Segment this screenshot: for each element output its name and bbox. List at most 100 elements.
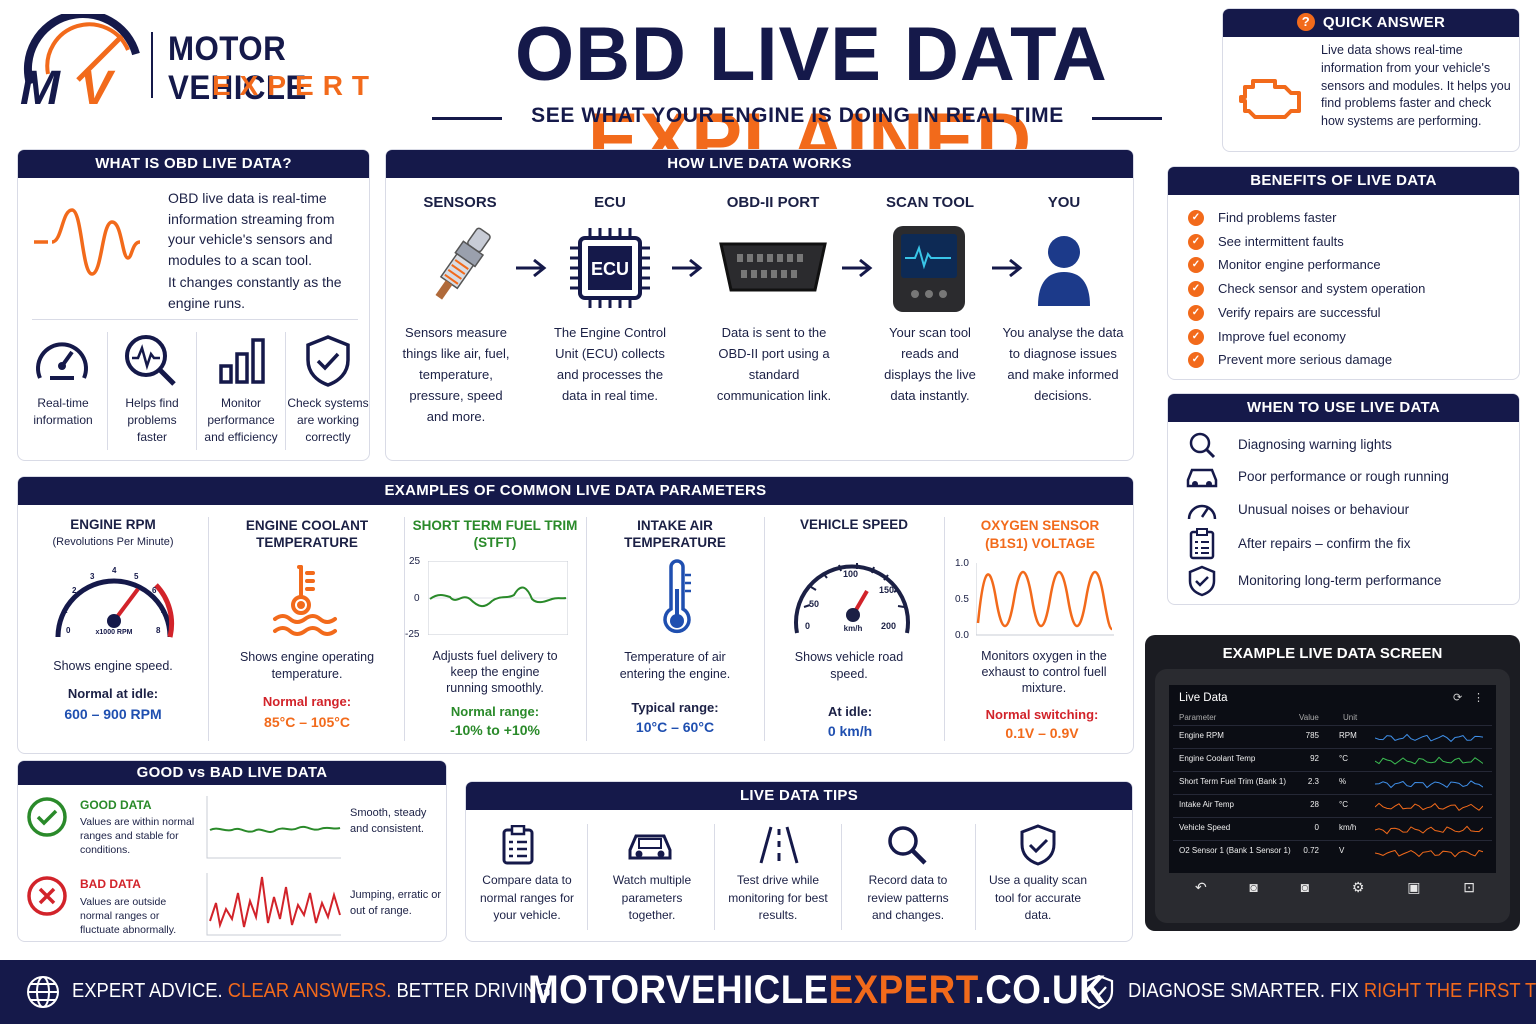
row-sparkline bbox=[1375, 733, 1483, 743]
row-value: 92 bbox=[1310, 754, 1319, 763]
row-name: Engine RPM bbox=[1179, 731, 1224, 740]
rpm-tick-0: 0 bbox=[66, 626, 71, 635]
benefit-item: Verify repairs are successful bbox=[1218, 304, 1381, 320]
step-title-scan: SCAN TOOL bbox=[885, 194, 975, 211]
row-value: 28 bbox=[1310, 800, 1319, 809]
good-label: GOOD DATA bbox=[80, 798, 152, 812]
bad-note: Jumping, erratic or out of range. bbox=[350, 889, 442, 917]
engine-icon[interactable]: ⚙ bbox=[1351, 879, 1365, 895]
what-is-p2: It changes constantly as the engine runs… bbox=[168, 274, 342, 311]
tablet-nav: ↶ ◙ ◙ ⚙ ▣ ⊡ bbox=[1195, 879, 1475, 896]
step-desc-scan: Your scan tool reads and displays the li… bbox=[884, 325, 976, 403]
check-engine-icon bbox=[1239, 79, 1301, 119]
magnifier-pulse-icon bbox=[125, 335, 176, 386]
bad-x-icon bbox=[27, 876, 67, 916]
arrow-right-icon bbox=[516, 258, 547, 278]
clipboard-icon bbox=[1189, 528, 1215, 560]
bad-desc: Values are outside normal ranges or fluc… bbox=[80, 896, 177, 936]
thermometer-icon bbox=[663, 559, 691, 634]
param-desc-coolant: Shows engine operating temperature. bbox=[239, 650, 375, 681]
globe-icon bbox=[27, 976, 59, 1008]
feature-label-3: Monitor performance and efficiency bbox=[204, 396, 278, 444]
footer-slogan-2: RIGHT THE FIRST TIME. bbox=[1363, 980, 1536, 1002]
good-check-icon bbox=[27, 797, 67, 837]
live-data-title: Live Data bbox=[1179, 692, 1228, 704]
param-range-o2: 0.1V – 0.9V bbox=[1005, 725, 1079, 741]
speed-tick-50-low: 50 bbox=[809, 599, 819, 609]
step-desc-ecu: The Engine Control Unit (ECU) collects a… bbox=[553, 325, 666, 403]
svg-text:0 1 2 3: 0 1 2 3 4 5 6 7 8 bbox=[63, 566, 167, 635]
more-icon[interactable]: ⋮ bbox=[1473, 692, 1484, 704]
stft-mini-chart bbox=[428, 561, 568, 635]
camera-icon[interactable]: ◙ bbox=[1300, 879, 1310, 895]
footer-url-1: MOTORVEHICLE bbox=[528, 968, 829, 1012]
shield-check-icon bbox=[306, 335, 350, 387]
check-circle-icon: ✓ bbox=[1188, 328, 1204, 345]
camera-icon[interactable]: ◙ bbox=[1249, 879, 1258, 895]
rpm-tick-5: 5 bbox=[134, 572, 139, 581]
row-unit: °C bbox=[1339, 754, 1348, 763]
speed-tick-100: 100 bbox=[843, 569, 858, 579]
step-title-port: OBD-II PORT bbox=[726, 194, 820, 211]
question-icon: ? bbox=[1296, 13, 1315, 31]
bar-chart-icon bbox=[219, 338, 265, 384]
table-row[interactable]: Short Term Fuel Trim (Bank 1)2.3% bbox=[1173, 771, 1492, 792]
param-range-intake: 10°C – 60°C bbox=[635, 719, 715, 735]
what-is-heading: WHAT IS OBD LIVE DATA? bbox=[18, 150, 369, 178]
param-desc-o2: Monitors oxygen in the exhaust to contro… bbox=[981, 649, 1107, 695]
when-panel: WHEN TO USE LIVE DATA Diagnosing warning… bbox=[1167, 393, 1520, 605]
col-unit: Unit bbox=[1343, 713, 1358, 722]
param-range-label-intake: Typical range: bbox=[631, 700, 719, 715]
footer-url[interactable]: MOTORVEHICLEEXPERT.CO.UK bbox=[528, 968, 1106, 1013]
arrow-right-icon bbox=[992, 258, 1023, 278]
feature-label-4: Check systems are working correctly bbox=[287, 396, 369, 444]
check-circle-icon: ✓ bbox=[1188, 281, 1204, 298]
row-value: 0.72 bbox=[1303, 846, 1319, 855]
ecu-chip-label: ECU bbox=[591, 259, 629, 279]
quick-answer-heading: QUICK ANSWER bbox=[1322, 14, 1446, 31]
refresh-icon[interactable]: ⟳ bbox=[1453, 692, 1463, 704]
row-unit: °C bbox=[1339, 800, 1348, 809]
row-unit: % bbox=[1339, 777, 1347, 786]
row-sparkline bbox=[1375, 802, 1483, 811]
tablet-frame: Live Data ⟳ ⋮ Parameter Value Unit Engin… bbox=[1155, 669, 1510, 923]
rpm-gauge: 0 1 2 3 4 5 6 7 8 x1000 RPM bbox=[55, 566, 175, 638]
o2-mini-chart bbox=[976, 563, 1114, 636]
when-item-3: Unusual noises or behaviour bbox=[1238, 502, 1410, 517]
rpm-tick-7: 7 bbox=[160, 606, 165, 615]
shield-check-icon bbox=[1084, 974, 1114, 1010]
step-desc-sensors: Sensors measure things like air, fuel, t… bbox=[402, 325, 510, 424]
param-desc-speed: Shows vehicle road speed. bbox=[794, 650, 904, 681]
rpm-unit: x1000 RPM bbox=[96, 629, 133, 636]
check-circle-icon: ✓ bbox=[1188, 233, 1204, 250]
tablet-screen: Live Data ⟳ ⋮ Parameter Value Unit Engin… bbox=[1169, 685, 1496, 873]
footer-tag-2: CLEAR ANSWERS. bbox=[227, 980, 392, 1002]
back-icon[interactable]: ↶ bbox=[1195, 879, 1207, 895]
col-parameter: Parameter bbox=[1179, 713, 1217, 722]
exit-icon[interactable]: ⊡ bbox=[1463, 879, 1475, 895]
step-desc-you: You analyse the data to diagnose issues … bbox=[1002, 325, 1124, 403]
car-icon bbox=[628, 834, 672, 860]
tip-2: Watch multiple parameters together. bbox=[612, 873, 692, 922]
param-range-stft: -10% to +10% bbox=[450, 722, 540, 738]
param-range-coolant: 85°C – 105°C bbox=[264, 714, 350, 730]
title-part1: OBD LIVE DATA bbox=[514, 12, 1105, 97]
good-data-chart bbox=[206, 796, 341, 859]
speed-unit: km/h bbox=[844, 624, 863, 633]
ecu-chip-icon: ECU bbox=[570, 228, 650, 308]
stft-tick-bottom: -25 bbox=[405, 629, 420, 640]
rpm-tick-2: 2 bbox=[72, 586, 77, 595]
tip-1: Compare data to normal ranges for your v… bbox=[479, 873, 575, 922]
param-range-label-speed: At idle: bbox=[827, 704, 873, 719]
tip-3: Test drive while monitoring for best res… bbox=[728, 873, 828, 922]
when-item-1: Diagnosing warning lights bbox=[1238, 437, 1392, 452]
clipboard-icon[interactable]: ▣ bbox=[1407, 879, 1421, 895]
row-name: Short Term Fuel Trim (Bank 1) bbox=[1179, 777, 1286, 786]
param-desc-stft: Adjusts fuel delivery to keep the engine… bbox=[432, 649, 558, 695]
stft-tick-top: 25 bbox=[409, 556, 421, 567]
